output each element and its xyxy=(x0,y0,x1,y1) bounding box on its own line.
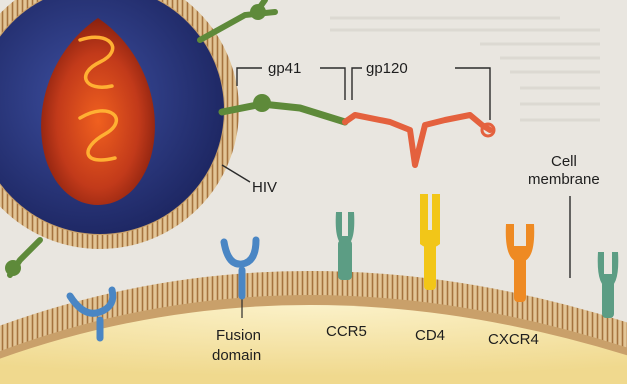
hiv-pointer xyxy=(222,165,250,182)
gp41-stalk xyxy=(222,104,345,122)
hiv-virus xyxy=(0,0,275,276)
cxcr4-receptor xyxy=(506,224,534,302)
label-cell-line2: membrane xyxy=(528,171,600,188)
label-gp41: gp41 xyxy=(268,60,301,77)
gp120-subunit xyxy=(345,115,490,165)
label-gp120: gp120 xyxy=(366,60,408,77)
label-cxcr4: CXCR4 xyxy=(488,331,539,348)
label-fusion-line2: domain xyxy=(212,347,261,364)
envelope-glycoprotein xyxy=(222,94,494,165)
label-hiv: HIV xyxy=(252,179,277,196)
ccr5-receptor xyxy=(336,212,355,280)
receptor-right-edge xyxy=(598,252,619,318)
label-fusion-line1: Fusion xyxy=(216,327,261,344)
cd4-receptor xyxy=(420,194,440,290)
label-ccr5: CCR5 xyxy=(326,323,367,340)
label-cd4: CD4 xyxy=(415,327,445,344)
label-cell-line1: Cell xyxy=(551,153,577,170)
